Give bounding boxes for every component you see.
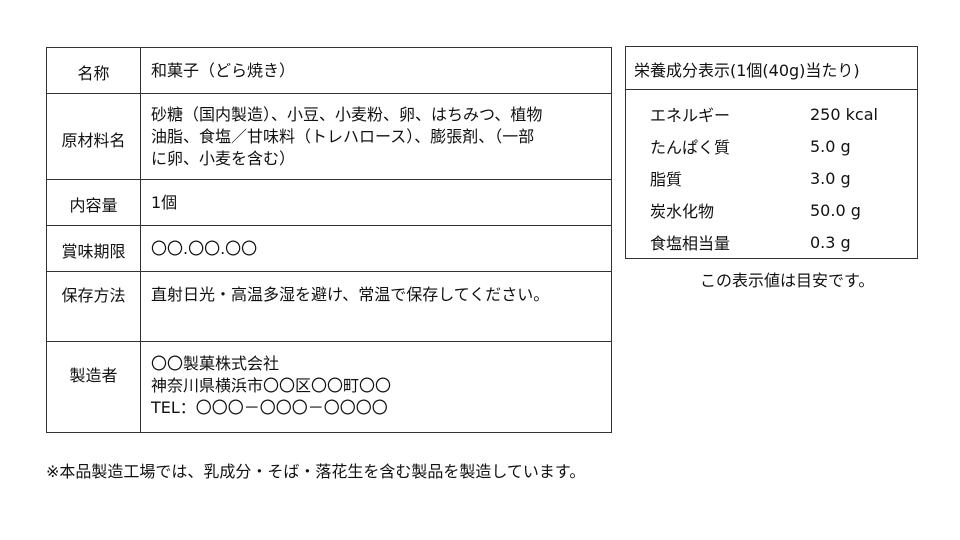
nutrient-name: 脂質 [650, 170, 683, 189]
nutrient-value: 250 kcal [810, 104, 878, 124]
label-row-manufacturer: 製造者 〇〇製菓株式会社 神奈川県横浜市〇〇区〇〇町〇〇 TEL：〇〇〇－〇〇〇… [46, 341, 612, 433]
allergen-footnote: ※本品製造工場では、乳成分・そば・落花生を含む製品を製造しています。 [46, 462, 586, 481]
nutrition-row: 炭水化物 50.0 g [626, 194, 917, 226]
manufacturer-text: 〇〇製菓株式会社 神奈川県横浜市〇〇区〇〇町〇〇 TEL：〇〇〇－〇〇〇－〇〇〇… [151, 354, 392, 417]
label-value: 砂糖（国内製造）、小豆、小麦粉、卵、はちみつ、植物 油脂、食塩／甘味料（トレハロ… [140, 93, 612, 180]
nutrition-title: 栄養成分表示(1個(40g)当たり) [626, 47, 917, 90]
food-label-table: 名称 和菓子（どら焼き） 原材料名 砂糖（国内製造）、小豆、小麦粉、卵、はちみつ… [46, 47, 612, 433]
label-key: 保存方法 [46, 271, 141, 342]
label-row-best-before: 賞味期限 〇〇.〇〇.〇〇 [46, 225, 612, 272]
nutrition-list: エネルギー 250 kcal たんぱく質 5.0 g 脂質 3.0 g 炭水化物… [626, 90, 917, 258]
nutrition-facts-box: 栄養成分表示(1個(40g)当たり) エネルギー 250 kcal たんぱく質 … [625, 46, 918, 259]
nutrition-note: この表示値は目安です。 [700, 271, 875, 290]
label-value: 1個 [140, 179, 612, 226]
label-key: 製造者 [46, 341, 141, 433]
nutrition-row: エネルギー 250 kcal [626, 98, 917, 130]
storage-text: 直射日光・高温多湿を避け、常温で保存してください。 [151, 285, 550, 304]
ingredients-text: 砂糖（国内製造）、小豆、小麦粉、卵、はちみつ、植物 油脂、食塩／甘味料（トレハロ… [151, 105, 543, 168]
label-value: 直射日光・高温多湿を避け、常温で保存してください。 [140, 271, 612, 342]
nutrition-row: たんぱく質 5.0 g [626, 130, 917, 162]
product-name: 和菓子（どら焼き） [151, 61, 296, 80]
nutrient-value: 50.0 g [810, 200, 861, 220]
nutrient-name: 食塩相当量 [650, 234, 731, 253]
label-key: 賞味期限 [46, 225, 141, 272]
label-value: 〇〇.〇〇.〇〇 [140, 225, 612, 272]
label-key: 内容量 [46, 179, 141, 226]
nutrition-row: 脂質 3.0 g [626, 162, 917, 194]
label-row-name: 名称 和菓子（どら焼き） [46, 47, 612, 94]
label-key: 名称 [46, 47, 141, 94]
label-key: 原材料名 [46, 93, 141, 180]
best-before-text: 〇〇.〇〇.〇〇 [151, 239, 258, 258]
label-value: 和菓子（どら焼き） [140, 47, 612, 94]
label-row-ingredients: 原材料名 砂糖（国内製造）、小豆、小麦粉、卵、はちみつ、植物 油脂、食塩／甘味料… [46, 93, 612, 180]
nutrient-value: 3.0 g [810, 168, 851, 188]
nutrient-name: たんぱく質 [650, 138, 731, 157]
nutrient-value: 0.3 g [810, 232, 851, 252]
quantity-text: 1個 [151, 193, 178, 212]
label-value: 〇〇製菓株式会社 神奈川県横浜市〇〇区〇〇町〇〇 TEL：〇〇〇－〇〇〇－〇〇〇… [140, 341, 612, 433]
nutrient-name: エネルギー [650, 106, 731, 125]
label-row-storage: 保存方法 直射日光・高温多湿を避け、常温で保存してください。 [46, 271, 612, 342]
nutrient-name: 炭水化物 [650, 202, 715, 221]
label-row-quantity: 内容量 1個 [46, 179, 612, 226]
nutrient-value: 5.0 g [810, 136, 851, 156]
nutrition-row: 食塩相当量 0.3 g [626, 226, 917, 258]
